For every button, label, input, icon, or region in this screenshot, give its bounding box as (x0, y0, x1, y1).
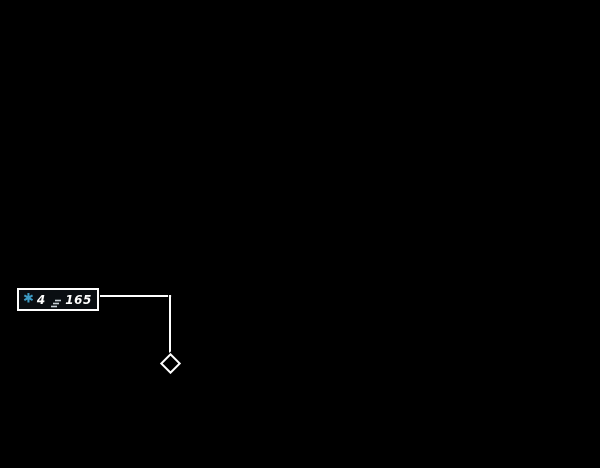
waypoint-distance-label: 165 (65, 292, 92, 307)
speed-lines-icon (50, 294, 62, 307)
waypoint-info-badge: ✱ 4 165 (17, 288, 99, 311)
leader-line-vertical (169, 295, 171, 353)
leader-line-horizontal (93, 295, 172, 297)
diamond-waypoint-marker (159, 352, 182, 375)
waypoint-count-label: 4 (36, 292, 46, 307)
snowflake-icon: ✱ (23, 291, 34, 307)
